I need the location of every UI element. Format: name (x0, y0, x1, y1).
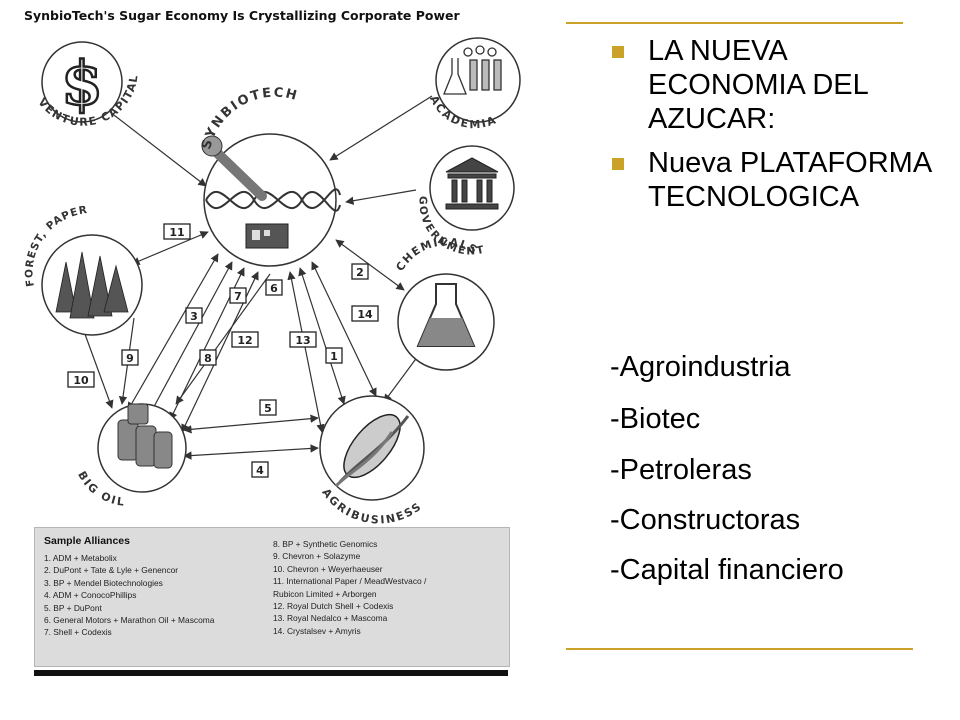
link-number-label: 8 (204, 352, 212, 365)
alliance-item: 4. ADM + ConocoPhillips (44, 590, 137, 601)
diagram-arrows (81, 95, 433, 460)
top-rule (566, 22, 903, 24)
link-number-label: 11 (169, 226, 184, 239)
arrow-academia-synbio (329, 95, 433, 161)
link-number-2: 2 (351, 263, 369, 280)
bottom-bar (34, 670, 508, 676)
link-number-label: 6 (270, 282, 278, 295)
alliance-item: 1. ADM + Metabolix (44, 553, 117, 563)
arrow-chem-agri (383, 355, 419, 403)
arrow-vc-synbio (109, 111, 207, 187)
bullet-item: LA NUEVA ECONOMIA DEL AZUCAR: (608, 34, 938, 136)
alliances-list-left: 1. ADM + Metabolix 2. DuPont + Tate & Lyl… (44, 552, 214, 639)
item-capital-financiero: -Capital financiero (610, 554, 844, 586)
link-number-11: 11 (163, 223, 191, 240)
lab-machine-icon (245, 223, 289, 249)
trees-icon (55, 251, 129, 319)
link-number-label: 7 (234, 290, 242, 303)
synbiotech-diagram: SynbioTech's Sugar Economy Is Crystalliz… (24, 8, 521, 527)
alliance-item: 5. BP + DuPont (44, 602, 102, 613)
arrow-2 (335, 239, 405, 291)
alliance-item: 2. DuPont + Tate & Lyle + Genencor (44, 565, 179, 576)
alliance-item: Rubicon Limited + Arborgen (273, 588, 377, 599)
bullet-item: Nueva PLATAFORMA TECNOLOGICA (608, 146, 938, 214)
alliances-list-right: 8. BP + Synthetic Genomics 9. Chevron + S… (273, 538, 426, 637)
link-number-label: 2 (356, 266, 364, 279)
dna-helix-icon (205, 188, 341, 212)
arrow-5 (183, 414, 319, 434)
alliance-item: 6. General Motors + Marathon Oil + Masco… (44, 615, 215, 626)
dollar-icon: $ (61, 49, 103, 119)
link-number-14: 14 (351, 305, 379, 322)
government-building-icon (445, 157, 499, 210)
link-number-13: 13 (289, 331, 317, 348)
arrow-13 (287, 271, 325, 433)
oil-barrels-icon (117, 403, 173, 469)
link-number-10: 10 (67, 371, 95, 388)
alliance-item: 9. Chevron + Solazyme (273, 551, 361, 562)
link-number-label: 12 (237, 334, 252, 347)
alliance-item: 3. BP + Mendel Biotechnologies (44, 577, 163, 588)
link-number-label: 14 (357, 308, 373, 321)
node-academia: ACADEMIA (427, 37, 521, 131)
link-number-label: 10 (73, 374, 89, 387)
lab-glassware-icon (443, 45, 502, 95)
bottom-rule (566, 648, 913, 650)
sample-alliances-box: Sample Alliances 1. ADM + Metabolix 2. Du… (34, 527, 510, 667)
link-number-8: 8 (199, 349, 217, 366)
alliance-item: 10. Chevron + Weyerhaeuser (273, 563, 383, 574)
link-number-7: 7 (229, 287, 247, 304)
item-agroindustria: -Agroindustria (610, 351, 791, 383)
diagram-title: SynbioTech's Sugar Economy Is Crystalliz… (24, 8, 461, 23)
corn-icon (334, 413, 410, 488)
alliance-item: 14. Crystalsev + Amyris (273, 625, 361, 636)
link-number-label: 5 (264, 402, 272, 415)
link-number-label: 4 (256, 464, 264, 477)
node-venture-capital: $ VENTURE CAPITAL (35, 41, 139, 129)
link-number-3: 3 (185, 307, 203, 324)
node-chemicals: CHEMICALS (393, 235, 495, 371)
item-biotec: -Biotec (610, 403, 701, 435)
alliance-item: 12. Royal Dutch Shell + Codexis (273, 601, 394, 612)
bullet-square-icon (612, 158, 624, 170)
arrow-7 (149, 261, 233, 415)
alliance-item: 13. Royal Nedalco + Mascoma (273, 613, 388, 624)
arrow-gov-synbio (345, 189, 417, 205)
bullet-square-icon (612, 46, 624, 58)
link-number-12: 12 (231, 331, 259, 348)
arrow-10 (81, 325, 114, 409)
node-big-oil: BIG OIL (75, 403, 187, 509)
link-number-1: 1 (325, 347, 343, 364)
link-number-boxes: 11 2 7 6 3 14 12 13 9 8 1 10 5 4 (67, 223, 379, 478)
link-number-9: 9 (121, 349, 139, 366)
link-number-label: 3 (190, 310, 198, 323)
link-number-4: 4 (251, 461, 269, 478)
alliance-item: 8. BP + Synthetic Genomics (273, 539, 378, 549)
link-number-label: 9 (126, 352, 134, 365)
link-number-label: 13 (295, 334, 310, 347)
item-petroleras: -Petroleras (610, 454, 752, 486)
link-number-6: 6 (265, 279, 283, 296)
node-agribusiness: AGRIBUSINESS (319, 395, 425, 527)
sample-alliances-title: Sample Alliances (44, 535, 130, 547)
link-number-label: 1 (330, 350, 338, 363)
link-number-5: 5 (259, 399, 277, 416)
alliance-item: 11. International Paper / MeadWestvaco / (273, 576, 427, 587)
node-synbiotech: SYNBIOTECH (199, 86, 341, 267)
arrow-14 (311, 261, 377, 397)
alliance-item: 7. Shell + Codexis (44, 627, 112, 638)
flask-icon (416, 283, 476, 347)
item-constructoras: -Constructoras (610, 504, 801, 536)
node-forest-paper: FOREST, PAPER (24, 204, 143, 336)
wrench-icon (201, 135, 267, 201)
bullet-list: LA NUEVA ECONOMIA DEL AZUCAR: Nueva PLAT… (608, 34, 938, 224)
arrow-6 (175, 273, 271, 405)
arrow-4 (183, 444, 319, 460)
